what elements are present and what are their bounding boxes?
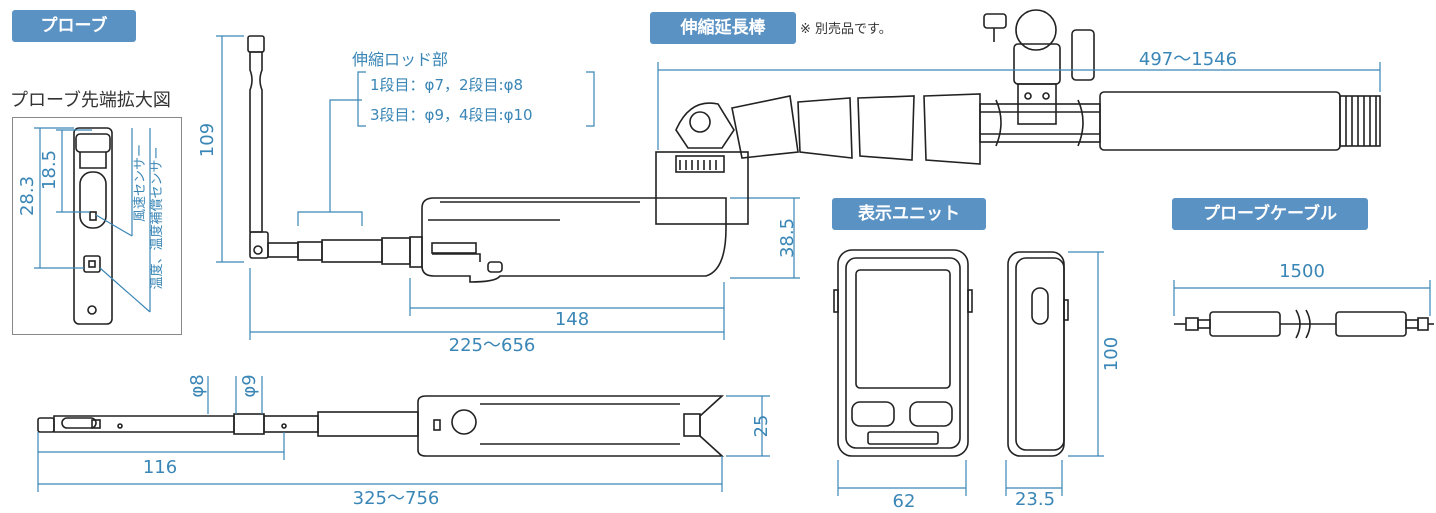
dim-side-phi9: φ9 — [239, 374, 260, 398]
extension-note: ※ 別売品です。 — [800, 22, 892, 37]
rod-parts-line2: 3段目：φ9，4段目:φ10 — [370, 106, 533, 124]
probe-top-view — [247, 35, 727, 283]
dim-probe-total: 225〜656 — [448, 335, 536, 356]
probe-cable-drawing — [1174, 309, 1434, 339]
dim-side-phi8: φ8 — [187, 374, 208, 398]
cable-dim-lines — [1173, 280, 1431, 316]
extension-rod-dim-lines — [657, 62, 1381, 150]
dim-tip-18-5: 18.5 — [39, 149, 60, 191]
probe-tip-dim-lines — [34, 127, 151, 313]
display-unit-section-badge: 表示ユニット — [832, 198, 986, 230]
display-unit-front — [833, 249, 973, 457]
probe-tip-drawing — [73, 127, 113, 325]
display-dim-lines — [837, 251, 1104, 496]
dim-side-total: 325〜756 — [352, 488, 440, 509]
dim-rod-length: 497〜1546 — [1138, 49, 1238, 70]
dim-probe-height-109: 109 — [197, 122, 218, 158]
probe-tip-title: プローブ先端拡大図 — [10, 90, 171, 111]
side-dim-lines — [37, 376, 770, 492]
dim-unit-depth-23-5: 23.5 — [1014, 489, 1056, 510]
extension-rod-drawing — [655, 9, 1381, 225]
probe-top-dim-lines — [216, 35, 800, 340]
dim-probe-body-148: 148 — [554, 309, 590, 330]
dim-probe-thickness-38-5: 38.5 — [777, 217, 798, 259]
temp-sensor-label: 温度、温度補償センサー — [150, 146, 165, 290]
wind-sensor-label: 風速センサー — [133, 144, 148, 223]
probe-side-view — [37, 395, 725, 457]
probe-section-badge: プローブ — [12, 10, 136, 42]
dim-side-116: 116 — [142, 457, 178, 478]
dim-unit-width-62: 62 — [892, 491, 916, 512]
probe-cable-section-badge: プローブケーブル — [1172, 198, 1368, 230]
dim-side-width-25: 25 — [751, 414, 772, 438]
rod-parts-line1: 1段目：φ7，2段目:φ8 — [370, 76, 524, 94]
dim-cable-1500: 1500 — [1279, 261, 1325, 282]
display-unit-side — [1007, 251, 1069, 457]
dim-tip-28-3: 28.3 — [17, 175, 38, 217]
rod-parts-title: 伸縮ロッド部 — [352, 50, 449, 69]
dim-unit-height-100: 100 — [1101, 336, 1122, 372]
extension-rod-section-badge: 伸縮延長棒 — [650, 12, 796, 44]
